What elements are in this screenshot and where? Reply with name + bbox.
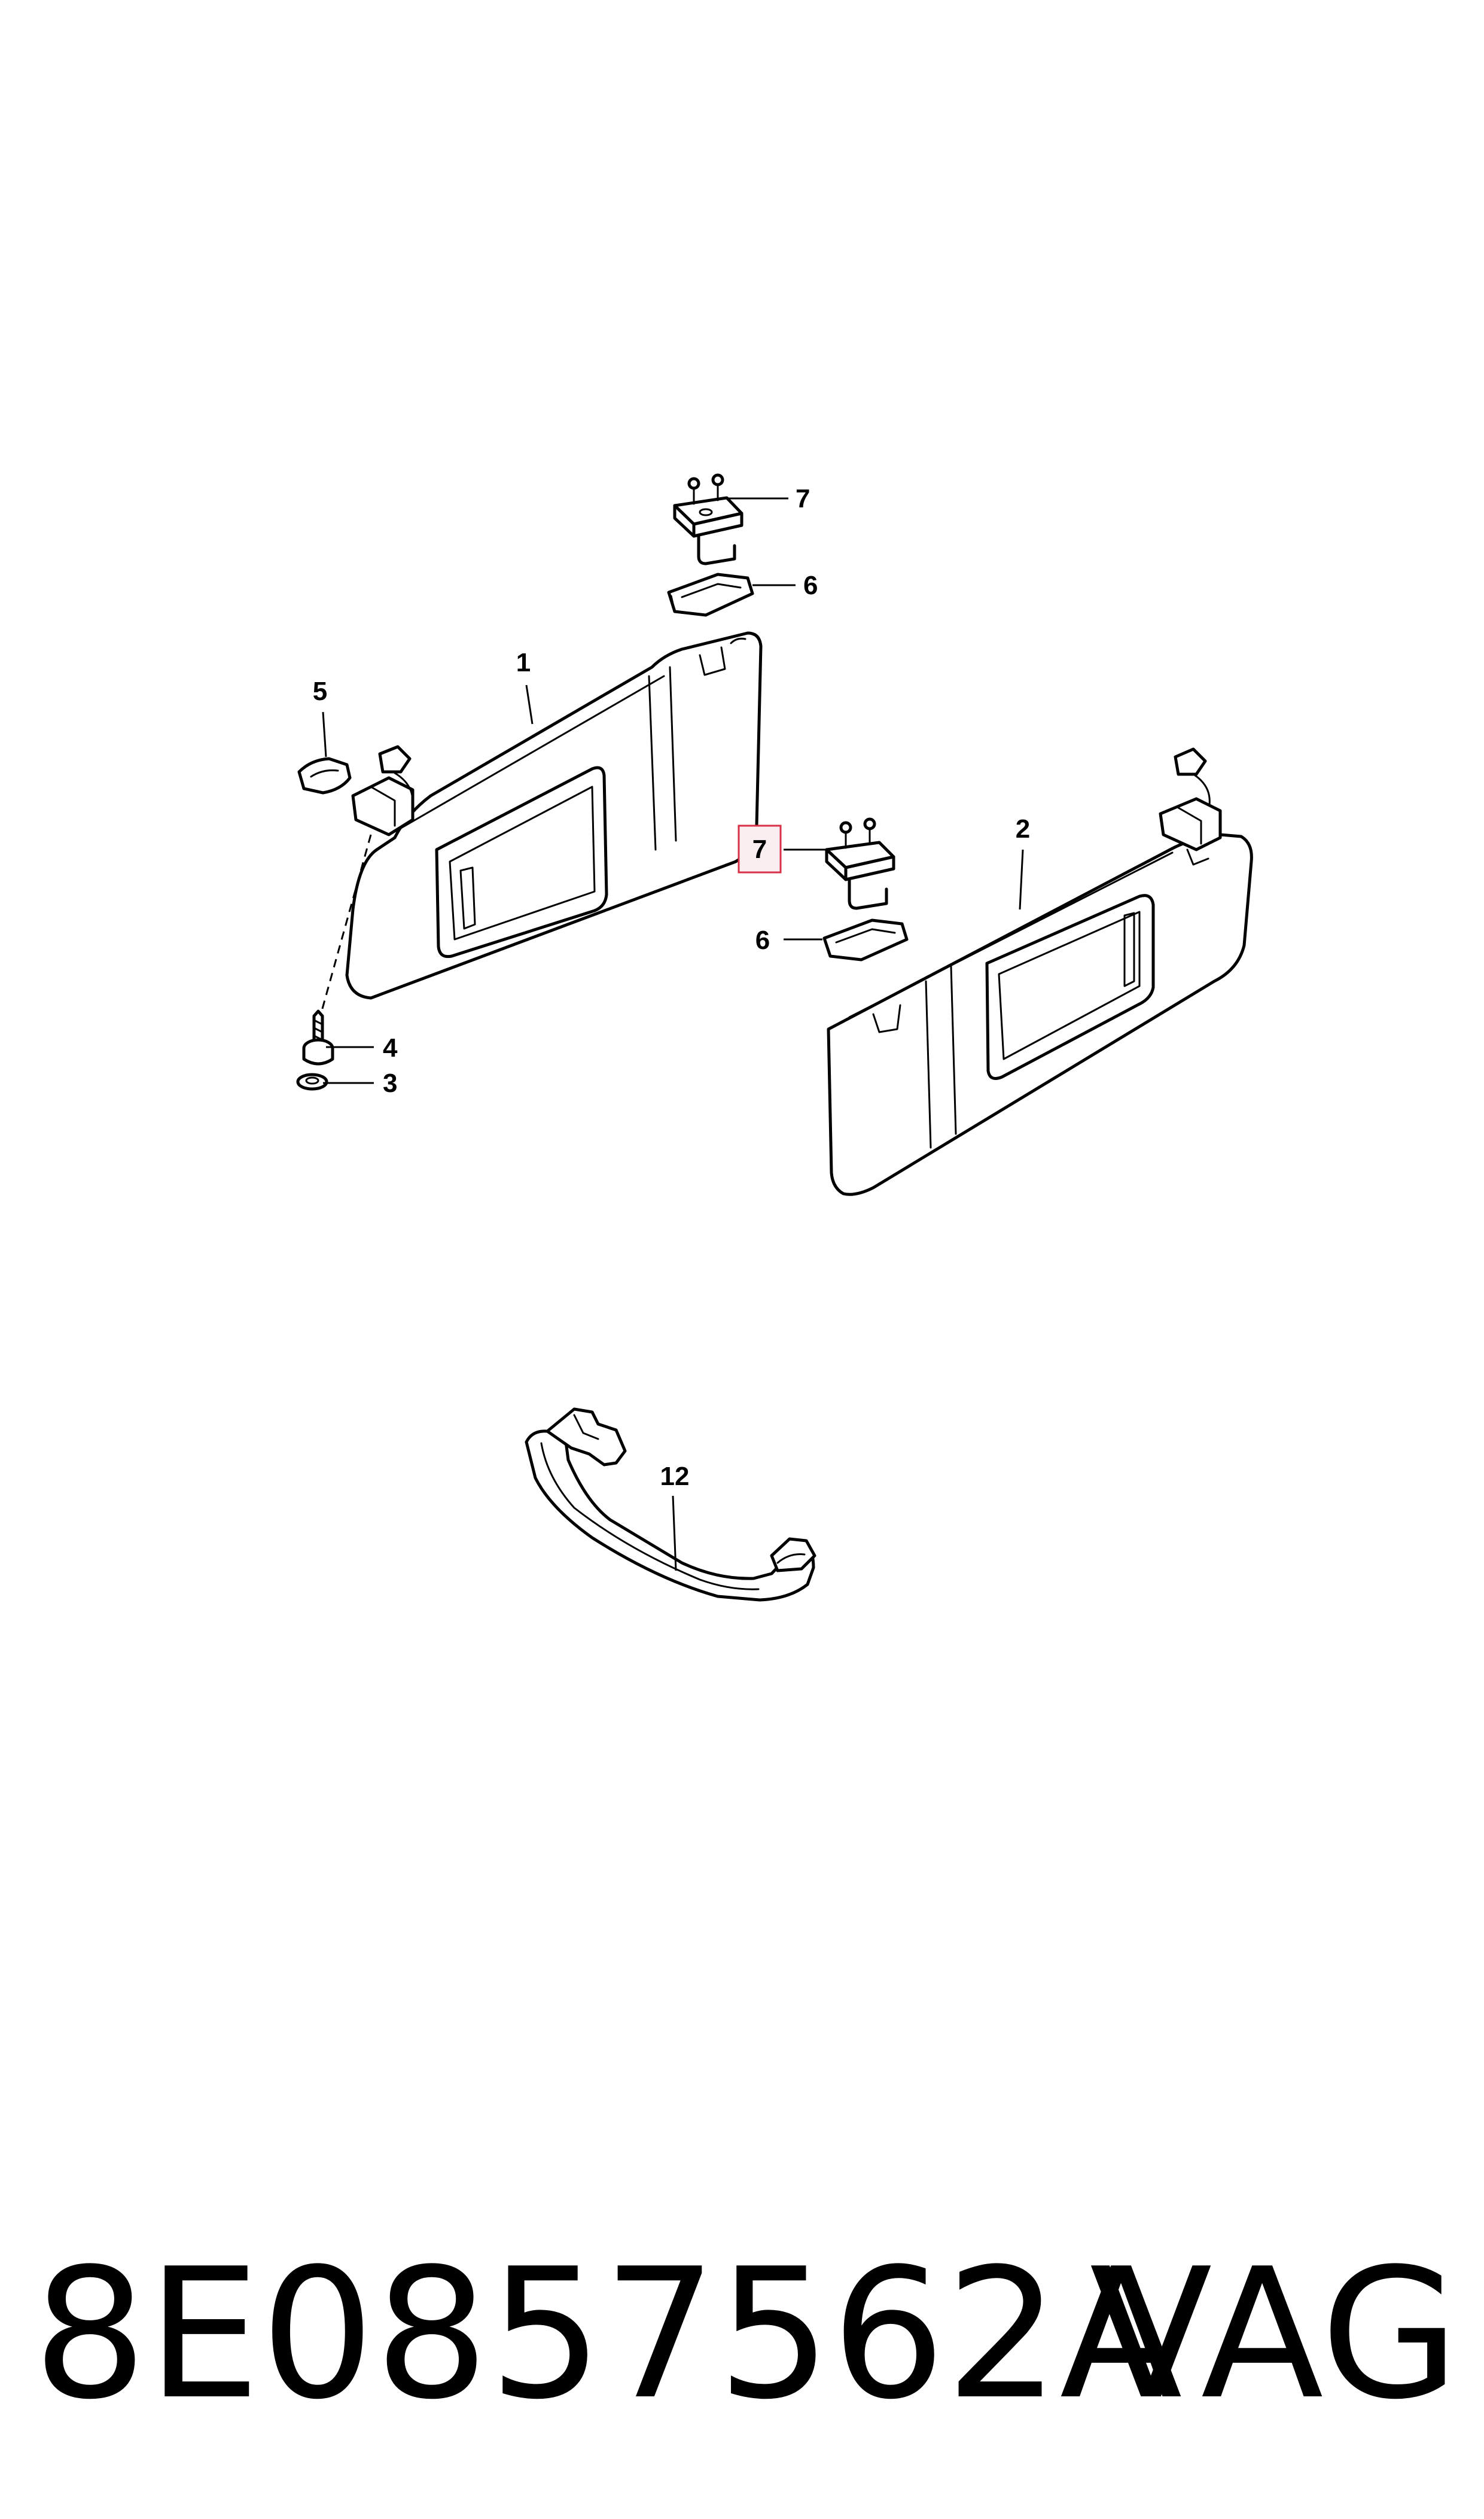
callout-3[interactable]: 3 xyxy=(383,1069,397,1098)
callout-2[interactable]: 2 xyxy=(1016,814,1030,844)
callout-7-top[interactable]: 7 xyxy=(796,484,810,513)
callout-6-top[interactable]: 6 xyxy=(803,571,818,600)
mount-bracket-middle xyxy=(825,817,895,910)
callout-5[interactable]: 5 xyxy=(313,677,327,706)
grab-handle xyxy=(525,1407,816,1602)
callout-4[interactable]: 4 xyxy=(383,1033,398,1063)
callout-7-highlighted[interactable]: 7 xyxy=(752,835,767,864)
brand-label: VAG xyxy=(1090,2230,1459,2439)
clip-cap-middle xyxy=(822,918,909,962)
callout-12[interactable]: 12 xyxy=(660,1462,690,1491)
leader-lines xyxy=(322,497,1024,1571)
screw xyxy=(302,1009,334,1066)
washer xyxy=(296,1073,328,1091)
sun-visor-left xyxy=(319,631,763,1018)
clip-cap-top xyxy=(667,573,754,617)
highlight-box xyxy=(738,825,782,874)
mount-bracket-top xyxy=(673,473,743,565)
sun-visor-right xyxy=(827,747,1253,1196)
callout-6-middle[interactable]: 6 xyxy=(755,926,770,955)
cover-cap xyxy=(297,757,352,795)
callout-1[interactable]: 1 xyxy=(516,648,531,677)
part-number: 8E0857562A xyxy=(33,2230,1183,2439)
